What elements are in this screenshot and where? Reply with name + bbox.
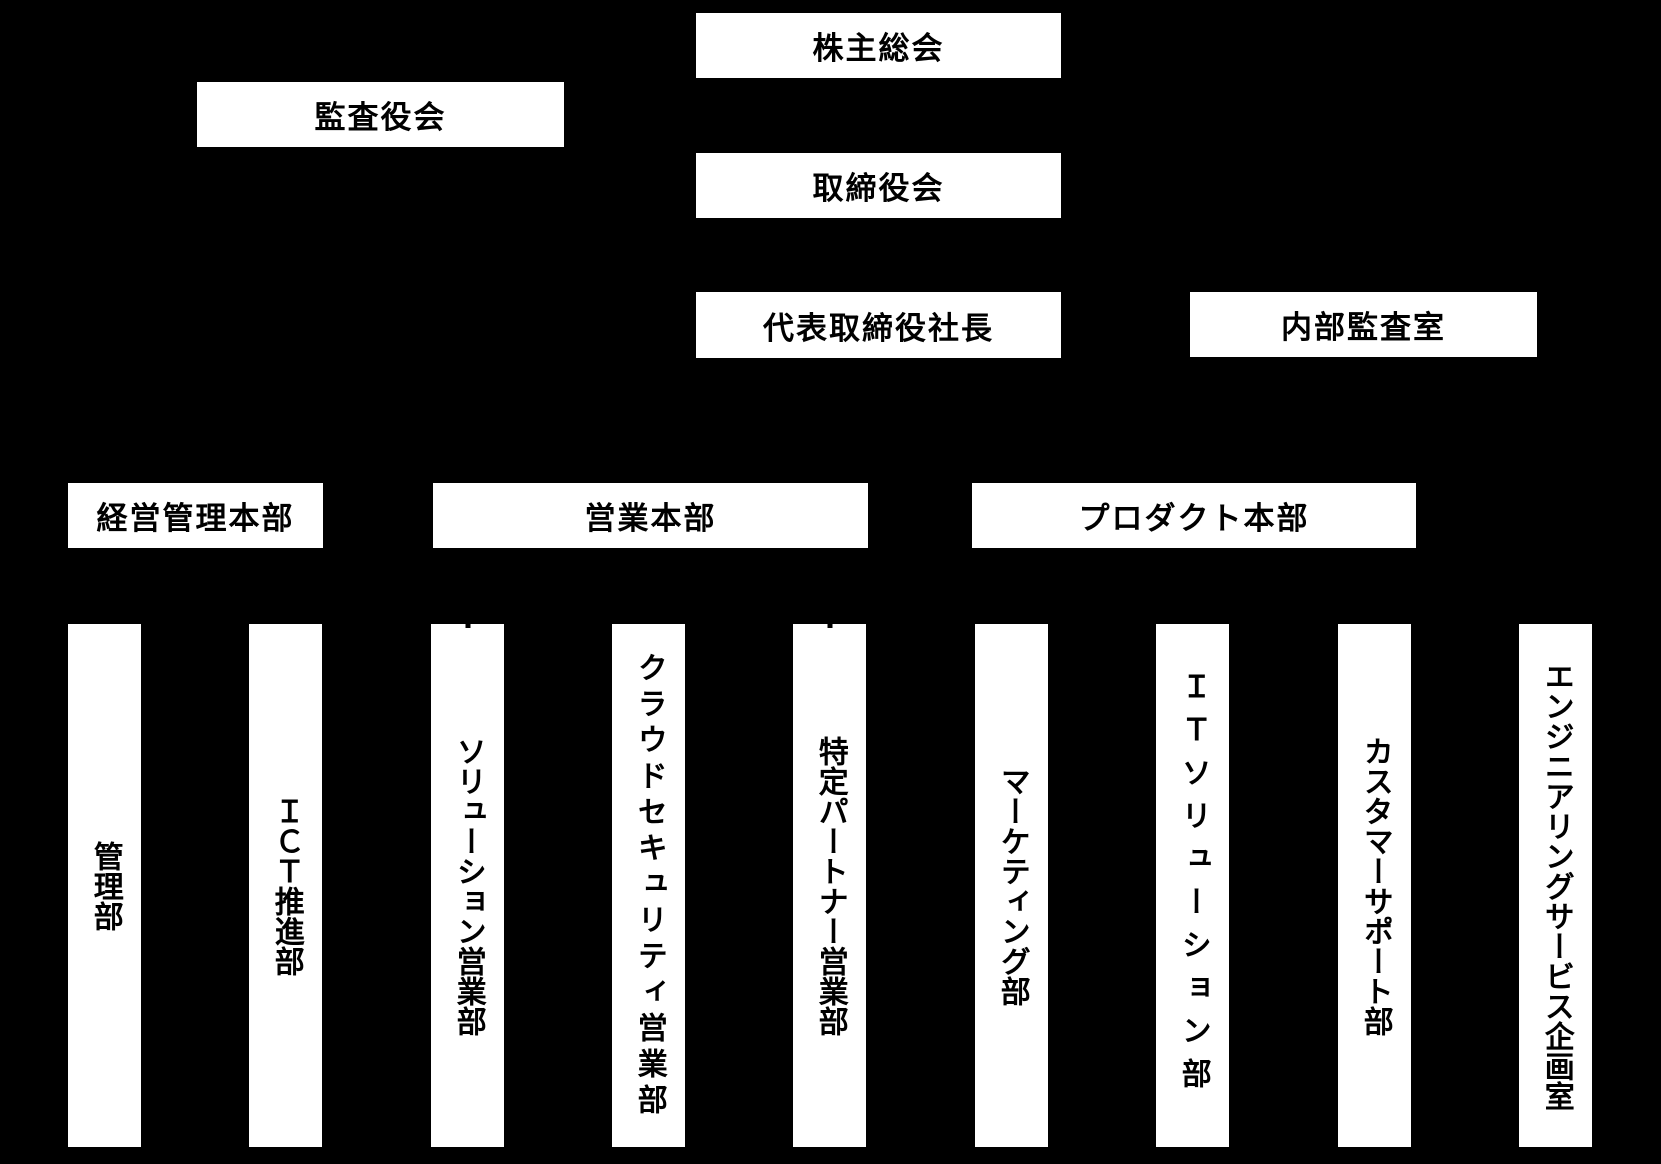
- department-node-marketing: マーケティング部: [975, 624, 1048, 1147]
- department-node-specified-partner-sales: 特定パートナー営業部: [793, 624, 866, 1147]
- board-of-directors-node: 取締役会: [696, 153, 1061, 218]
- shareholders-meeting-node: 株主総会: [696, 13, 1061, 78]
- division-node-corporate-management: 経営管理本部: [68, 483, 323, 548]
- division-node-sales: 営業本部: [433, 483, 868, 548]
- division-node-product: プロダクト本部: [972, 483, 1416, 548]
- president-node: 代表取締役社長: [696, 292, 1061, 358]
- department-node-cloud-security-sales: クラウドセキュリティ営業部: [612, 624, 685, 1147]
- department-node-engineering-service-planning: エンジニアリングサービス企画室: [1519, 624, 1592, 1147]
- department-node-customer-support: カスタマーサポート部: [1338, 624, 1411, 1147]
- board-of-auditors-node: 監査役会: [197, 82, 564, 147]
- department-node-solution-sales: ソリューション営業部: [431, 624, 504, 1147]
- internal-audit-office-node: 内部監査室: [1190, 292, 1537, 357]
- department-node-ict-promotion: ＩＣＴ推進部: [249, 624, 322, 1147]
- department-node-admin: 管理部: [68, 624, 141, 1147]
- department-node-it-solution: ＩＴソリューション部: [1156, 624, 1229, 1147]
